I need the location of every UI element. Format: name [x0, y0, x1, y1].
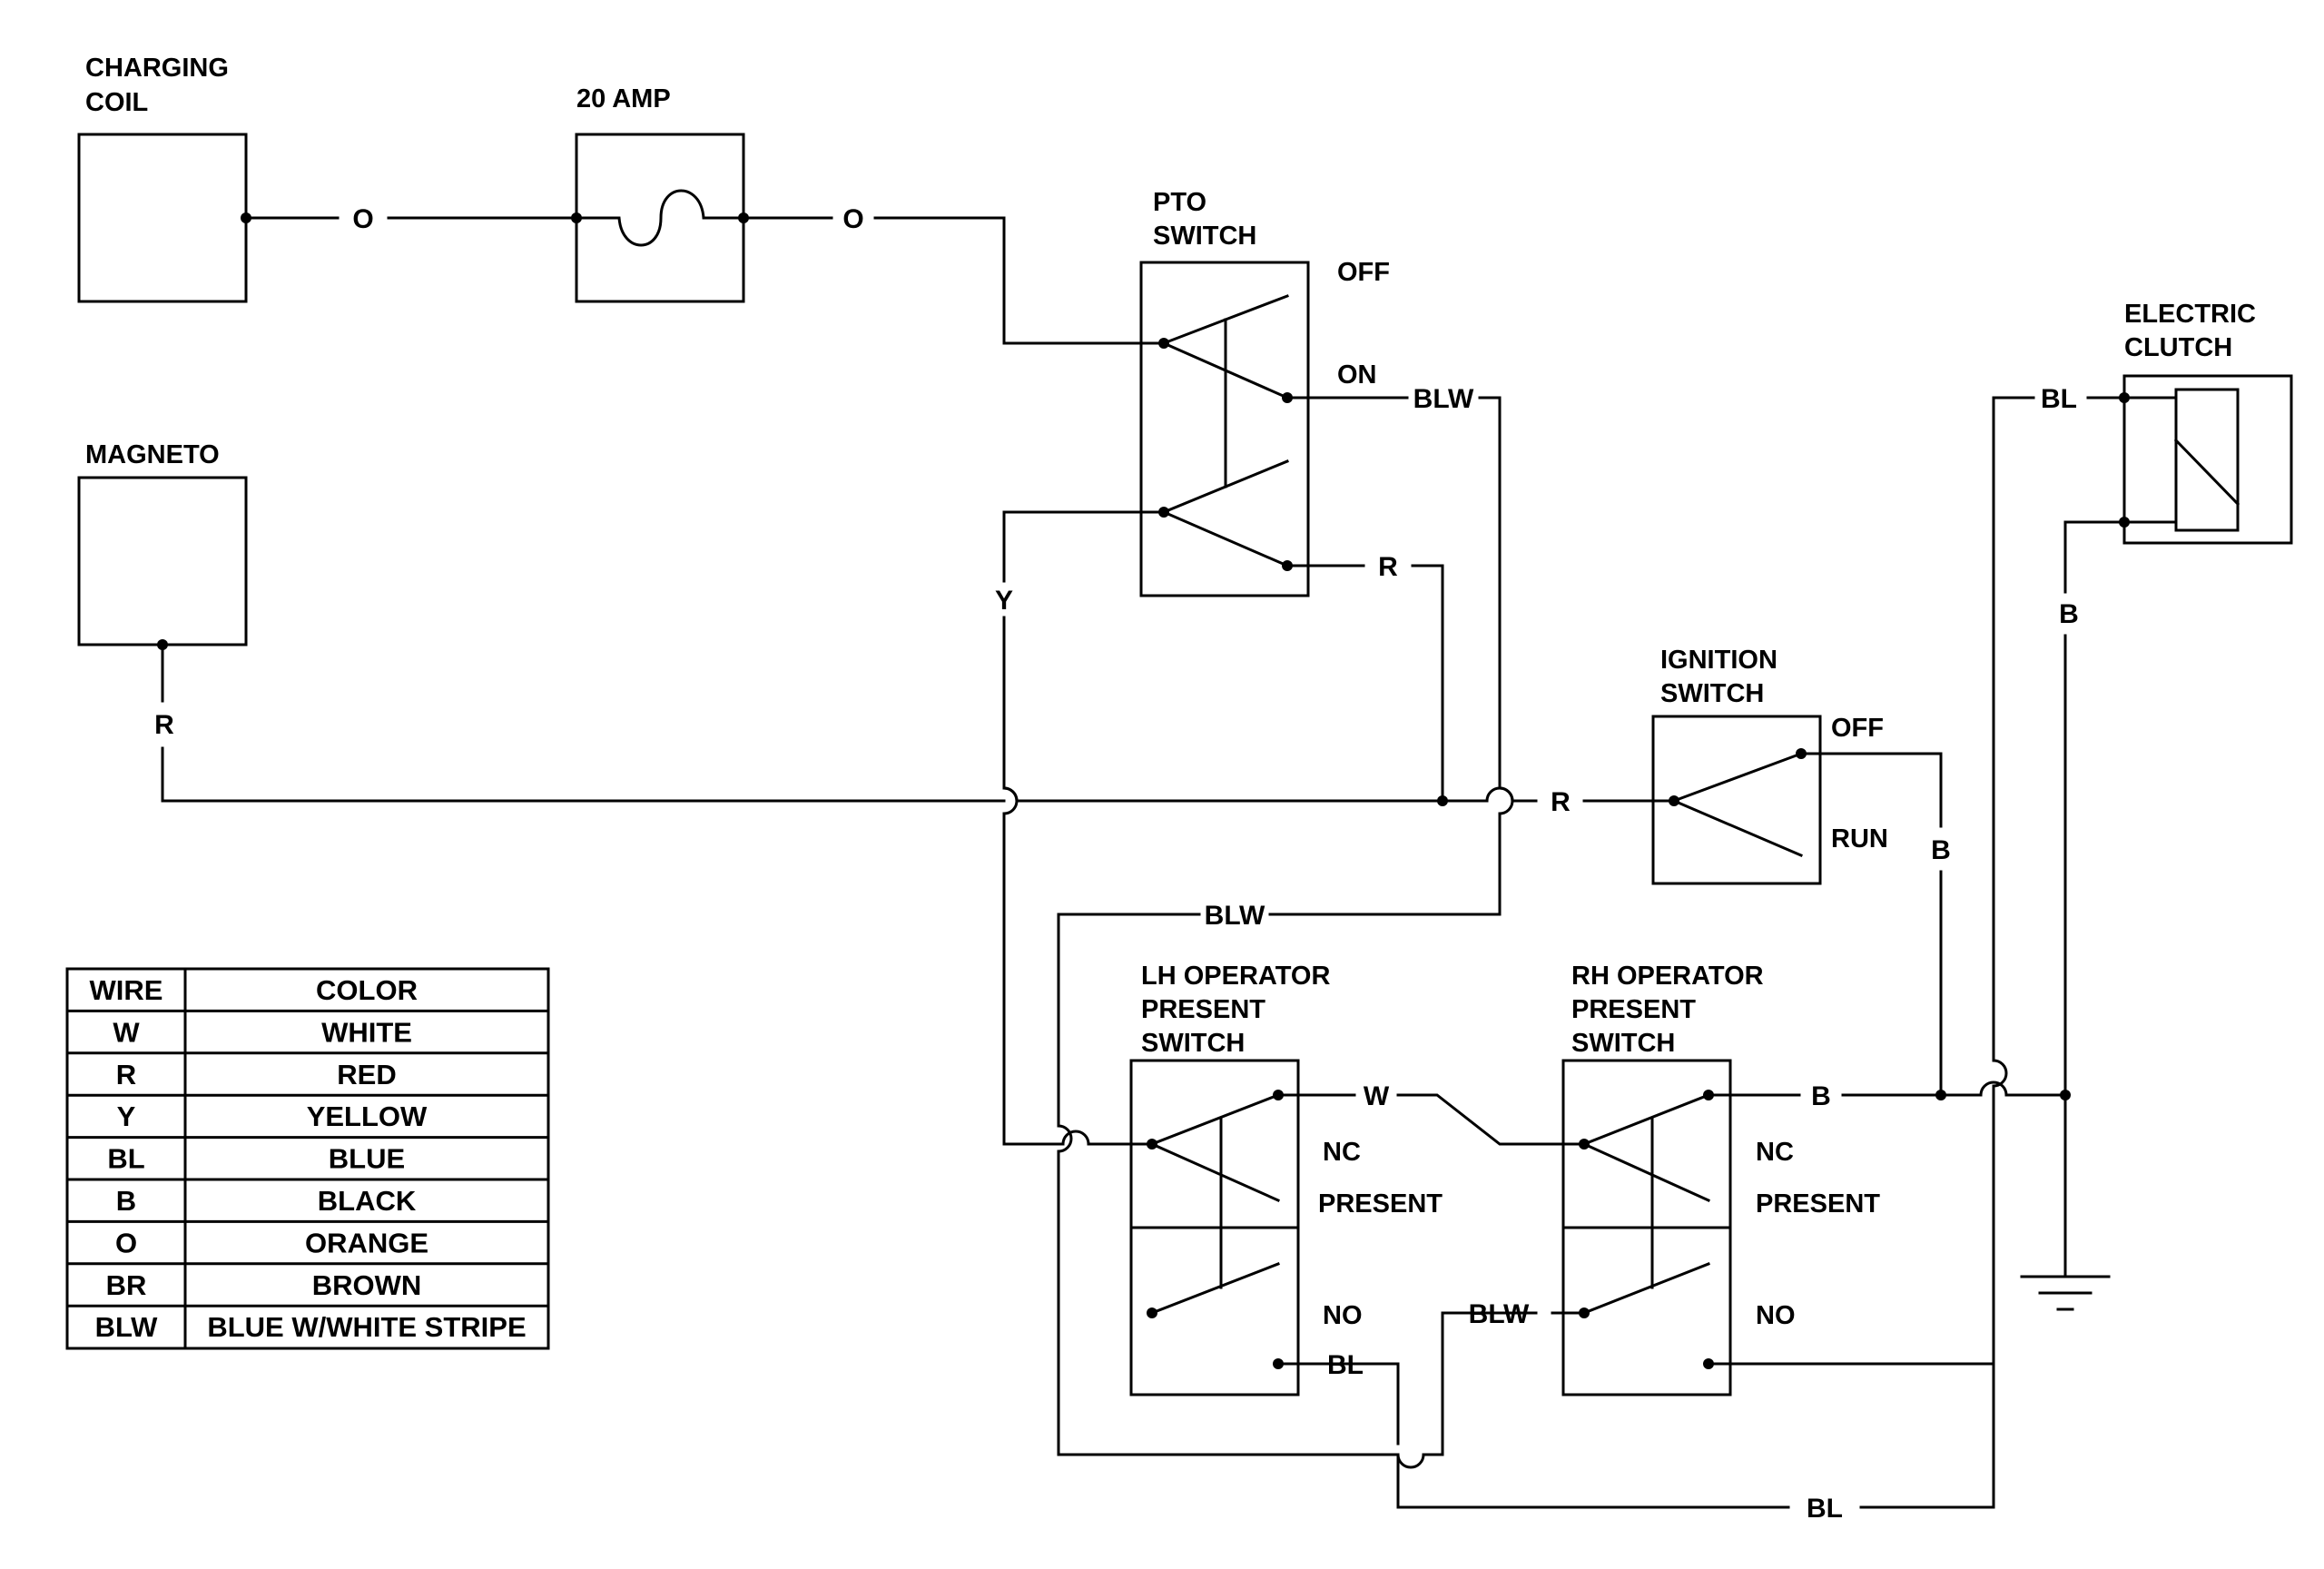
legend-wire-code: BR: [106, 1269, 147, 1301]
electric-clutch-label-1: ELECTRIC: [2124, 300, 2256, 329]
legend-wire-color: BLACK: [318, 1185, 417, 1217]
wire-label-pto-y: Y: [995, 586, 1013, 616]
rh-switch-label-2: PRESENT: [1571, 995, 1696, 1024]
electric-clutch: ELECTRIC CLUTCH: [2122, 300, 2293, 545]
fuse-element: [575, 189, 745, 247]
wire-color-legend: WIRE COLOR W WHITE R RED Y YELLOW BL BLUE B BLACK…: [65, 967, 550, 1350]
wire-label-clutch-b: B: [2059, 599, 2079, 629]
legend-wire-code: BLW: [95, 1311, 159, 1343]
legend-wire-color: BLUE W/WHITE STRIPE: [207, 1311, 526, 1343]
legend-wire-color: BROWN: [312, 1269, 422, 1301]
wire-label-pto-r: R: [1378, 552, 1398, 582]
magneto: MAGNETO: [77, 440, 248, 646]
rh-switch-label-1: RH OPERATOR: [1571, 962, 1764, 991]
wire-label-rh-blw: BLW: [1469, 1299, 1530, 1329]
lh-operator-present-switch: LH OPERATOR PRESENT SWITCH NC PRESENT NO: [1129, 962, 1443, 1396]
legend-wire-code: O: [115, 1227, 137, 1258]
magneto-label: MAGNETO: [85, 440, 220, 469]
legend-header-color: COLOR: [316, 974, 418, 1006]
lh-switch-label-2: PRESENT: [1141, 995, 1265, 1024]
ignition-switch-label-1: IGNITION: [1660, 646, 1777, 675]
legend-wire-code: Y: [117, 1100, 136, 1132]
wire-label-ign-b: B: [1931, 835, 1951, 865]
charging-coil-label-1: CHARGING: [85, 54, 229, 83]
pto-switch: PTO SWITCH OFF ON: [1139, 188, 1390, 597]
wire-label-rh-b: B: [1811, 1081, 1831, 1111]
wire-label-coil-fuse: O: [352, 204, 373, 234]
fuse-label: 20 AMP: [576, 84, 671, 113]
wire-label-lh-bl: BL: [1327, 1350, 1364, 1380]
wire-labels: O O BLW R Y R R B BLW BL B W B BLW BL BL: [154, 204, 2079, 1524]
wire-label-clutch-bl: BL: [2041, 384, 2077, 414]
pto-off-label: OFF: [1337, 258, 1390, 287]
charging-coil: CHARGING COIL: [77, 54, 248, 303]
wire-label-pto-on-blw: BLW: [1413, 384, 1474, 414]
legend-wire-color: ORANGE: [305, 1227, 428, 1258]
electric-clutch-label-2: CLUTCH: [2124, 333, 2232, 362]
ign-run-label: RUN: [1831, 824, 1888, 854]
pto-on-label: ON: [1337, 360, 1377, 390]
lh-switch-label-3: SWITCH: [1141, 1029, 1245, 1058]
connection-dots: [157, 212, 2130, 1369]
ignition-switch-label-2: SWITCH: [1660, 679, 1764, 708]
lh-present-label: PRESENT: [1318, 1189, 1443, 1219]
rh-switch-label-3: SWITCH: [1571, 1029, 1675, 1058]
legend-wire-color: BLUE: [329, 1143, 405, 1175]
ign-off-label: OFF: [1831, 714, 1884, 743]
lh-nc-label: NC: [1323, 1138, 1361, 1167]
charging-coil-label-2: COIL: [85, 88, 148, 117]
rh-present-label: PRESENT: [1756, 1189, 1880, 1219]
legend-wire-color: WHITE: [321, 1016, 412, 1048]
fuse-20-amp: 20 AMP: [575, 84, 745, 303]
rh-operator-present-switch: RH OPERATOR PRESENT SWITCH NC PRESENT NO: [1561, 962, 1880, 1396]
legend-wire-color: RED: [337, 1059, 396, 1090]
legend-wire-code: BL: [107, 1143, 144, 1175]
legend-wire-code: B: [116, 1185, 136, 1217]
wire-label-bottom-bl: BL: [1807, 1494, 1843, 1524]
wire-label-magneto-r: R: [154, 710, 174, 740]
wire-label-fuse-pto: O: [842, 204, 863, 234]
pto-switch-label-1: PTO: [1153, 188, 1206, 217]
pto-switch-label-2: SWITCH: [1153, 222, 1256, 251]
legend-wire-code: W: [113, 1016, 140, 1048]
lh-no-label: NO: [1323, 1301, 1363, 1330]
lh-switch-label-1: LH OPERATOR: [1141, 962, 1330, 991]
legend-header-wire: WIRE: [90, 974, 163, 1006]
legend-wire-color: YELLOW: [307, 1100, 428, 1132]
wire-label-lh-rh-w: W: [1364, 1081, 1390, 1111]
rh-no-label: NO: [1756, 1301, 1796, 1330]
ignition-switch: IGNITION SWITCH OFF RUN: [1651, 646, 1888, 885]
wire-label-blw-loop: BLW: [1205, 901, 1265, 931]
rh-nc-label: NC: [1756, 1138, 1794, 1167]
legend-wire-code: R: [116, 1059, 136, 1090]
wire-label-ign-r: R: [1551, 787, 1571, 817]
wires: [161, 216, 2178, 1509]
